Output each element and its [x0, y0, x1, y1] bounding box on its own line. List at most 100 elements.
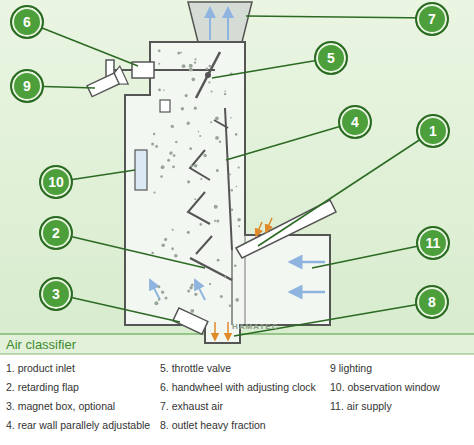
callout-number: 7	[428, 12, 436, 26]
particle	[159, 102, 161, 104]
particle	[153, 133, 155, 135]
callout-circle: 1	[416, 114, 450, 148]
legend-item: 8. outlet heavy fraction	[160, 419, 266, 432]
particle	[189, 64, 193, 68]
callout-circle: 8	[415, 285, 449, 319]
particle	[238, 167, 240, 169]
particle	[153, 192, 155, 194]
particle	[198, 131, 200, 133]
particle	[199, 135, 201, 137]
particle	[215, 116, 219, 120]
particle	[235, 133, 238, 136]
callout-number: 5	[327, 51, 335, 65]
legend-item: 11. air supply	[330, 400, 392, 413]
particle	[206, 67, 209, 70]
particle	[155, 145, 158, 148]
particle	[200, 223, 203, 226]
particle	[173, 154, 176, 157]
particle	[175, 141, 177, 143]
particle	[194, 293, 197, 296]
particle	[203, 154, 206, 157]
particle	[180, 52, 182, 54]
particle	[194, 107, 197, 110]
particle	[189, 68, 193, 72]
particle	[194, 164, 198, 168]
particle	[158, 63, 160, 65]
legend-item: 9 lighting	[330, 362, 372, 375]
particle	[171, 247, 173, 249]
callout-circle: 5	[314, 41, 348, 75]
watermark: HAMATEC	[232, 322, 278, 332]
particle	[209, 65, 212, 68]
particle	[229, 173, 231, 175]
particle	[174, 254, 178, 258]
particle	[194, 61, 196, 63]
particle	[169, 152, 172, 155]
legend-item: 4. rear wall parallely adjustable	[6, 419, 150, 432]
particle	[172, 229, 174, 231]
particle	[171, 125, 174, 128]
callout-number: 6	[23, 15, 31, 29]
particle	[224, 91, 226, 93]
particle	[231, 209, 234, 212]
callout-number: 10	[48, 175, 64, 189]
particle	[209, 283, 211, 285]
particle	[182, 64, 186, 68]
particle	[208, 81, 210, 83]
callout-circle: 3	[39, 277, 73, 311]
particle	[158, 299, 160, 301]
particle	[171, 152, 173, 154]
legend-item: 5. throttle valve	[160, 362, 231, 375]
particle	[230, 117, 232, 119]
legend-item: 3. magnet box, optional	[6, 400, 115, 413]
particle	[194, 198, 196, 200]
particle	[235, 298, 239, 302]
particle	[187, 122, 190, 125]
particle	[157, 285, 160, 288]
particle	[200, 178, 202, 180]
callout-number: 1	[429, 124, 437, 138]
callout-number: 8	[428, 295, 436, 309]
particle	[163, 90, 165, 92]
particle	[151, 252, 154, 255]
callout-circle: 9	[10, 69, 44, 103]
particle	[189, 286, 192, 289]
callout-circle: 10	[39, 165, 73, 199]
legend-item: 2. retarding flap	[6, 381, 79, 394]
callout-number: 3	[52, 287, 60, 301]
particle	[165, 297, 168, 300]
particle	[191, 283, 194, 286]
particle	[185, 94, 188, 97]
particle	[161, 291, 164, 294]
particle	[229, 304, 232, 307]
particle	[224, 93, 226, 95]
particle	[187, 180, 190, 183]
legend-item: 7. exhaust air	[160, 400, 223, 413]
particle	[177, 52, 180, 55]
particle	[216, 220, 219, 223]
callout-circle: 4	[338, 105, 372, 139]
particle	[172, 248, 174, 250]
particle	[189, 147, 192, 150]
particle	[216, 169, 219, 172]
particle	[161, 165, 165, 169]
particle	[164, 238, 167, 241]
particle	[191, 165, 193, 167]
particle	[172, 166, 175, 169]
particle	[237, 218, 241, 222]
particle	[214, 220, 216, 222]
particle	[167, 159, 170, 162]
particle	[187, 231, 190, 234]
particle	[151, 142, 154, 145]
particle	[210, 121, 212, 123]
particle	[234, 264, 237, 267]
legend-item: 1. product inlet	[6, 362, 75, 375]
particle	[192, 78, 196, 82]
particle	[220, 295, 223, 298]
particle	[230, 189, 233, 192]
particle	[215, 136, 219, 140]
particle	[238, 225, 240, 227]
particle	[187, 289, 190, 292]
